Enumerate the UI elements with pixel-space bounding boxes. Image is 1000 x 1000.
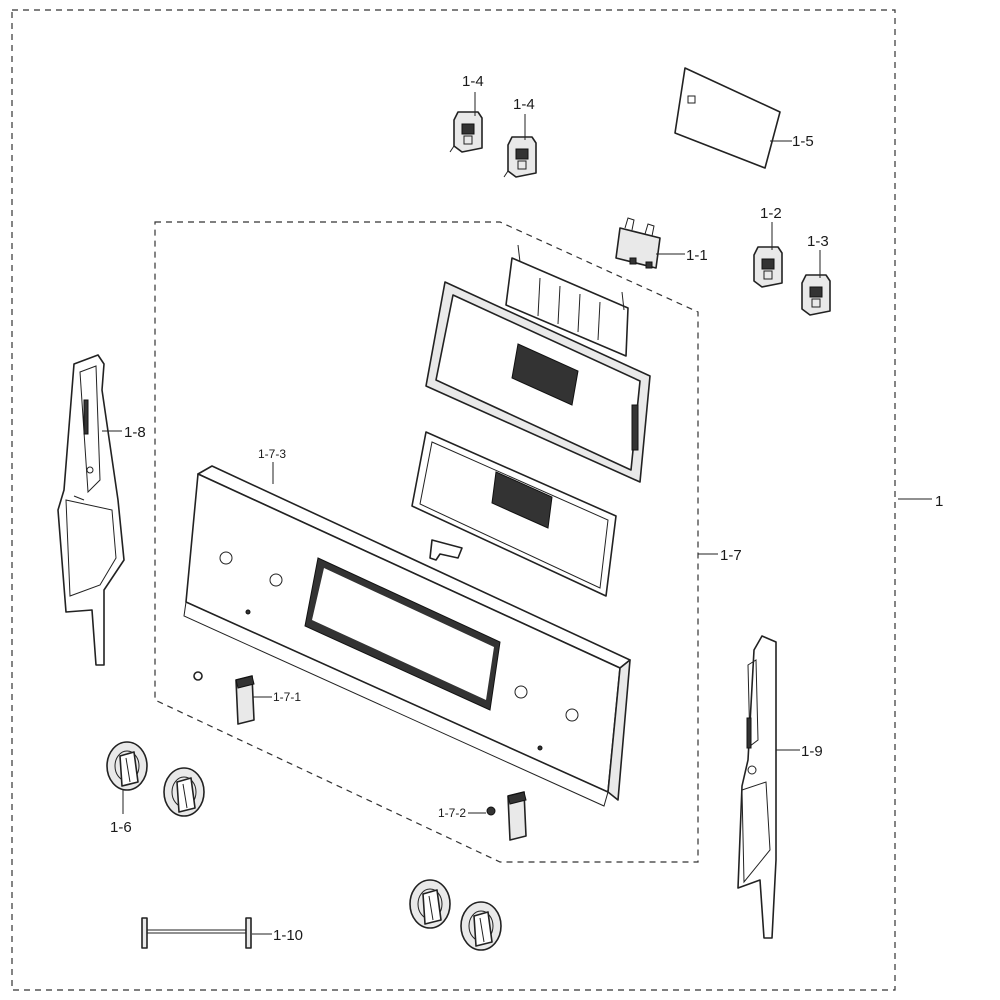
label-1-7-1: 1-7-1 xyxy=(273,690,301,704)
wire-part-1-10[interactable] xyxy=(141,917,252,949)
knob-hole xyxy=(514,685,528,699)
label-1-8: 1-8 xyxy=(124,424,146,441)
screw-part-1-7-2[interactable] xyxy=(486,806,496,816)
switch-part-1-4b[interactable] xyxy=(503,136,537,178)
knob-hole xyxy=(219,551,233,565)
knob-part[interactable] xyxy=(163,767,205,817)
label-1-3: 1-3 xyxy=(807,233,829,250)
subassembly-1-7-boundary xyxy=(154,221,699,863)
display-frame[interactable] xyxy=(425,281,651,483)
label-1-7-3: 1-7-3 xyxy=(258,447,286,461)
label-1-4b: 1-4 xyxy=(513,96,535,113)
control-board-bracket[interactable] xyxy=(505,244,629,357)
label-1-6: 1-6 xyxy=(110,819,132,836)
knob-hole xyxy=(269,573,283,587)
control-panel-part-1-7-3[interactable] xyxy=(183,465,631,807)
knob-hole xyxy=(565,708,579,722)
spacer-part-1-7-1[interactable] xyxy=(235,675,255,725)
label-1-2: 1-2 xyxy=(760,205,782,222)
label-1-7: 1-7 xyxy=(720,547,742,564)
spacer-part[interactable] xyxy=(507,791,527,841)
label-assembly-1: 1 xyxy=(935,493,943,510)
label-1-9: 1-9 xyxy=(801,743,823,760)
label-1-7-2: 1-7-2 xyxy=(438,806,466,820)
display-window[interactable] xyxy=(411,431,617,597)
side-bracket-part-1-8[interactable] xyxy=(57,354,125,666)
switch-part-1-3[interactable] xyxy=(801,274,831,316)
label-1-10: 1-10 xyxy=(273,927,303,944)
knob-part-1-6[interactable] xyxy=(106,741,148,791)
knob-part[interactable] xyxy=(460,901,502,951)
label-1-4a: 1-4 xyxy=(462,73,484,90)
switch-part-1-4a[interactable] xyxy=(449,111,483,153)
switch-part-1-2[interactable] xyxy=(753,246,783,288)
label-sheet-part-1-5[interactable] xyxy=(674,67,781,169)
bracket-part-1-1[interactable] xyxy=(615,217,661,269)
clip-part[interactable] xyxy=(429,539,463,561)
side-bracket-part-1-9[interactable] xyxy=(737,635,777,939)
assembly-boundary xyxy=(11,9,896,991)
label-1-1: 1-1 xyxy=(686,247,708,264)
label-1-5: 1-5 xyxy=(792,133,814,150)
knob-part[interactable] xyxy=(409,879,451,929)
